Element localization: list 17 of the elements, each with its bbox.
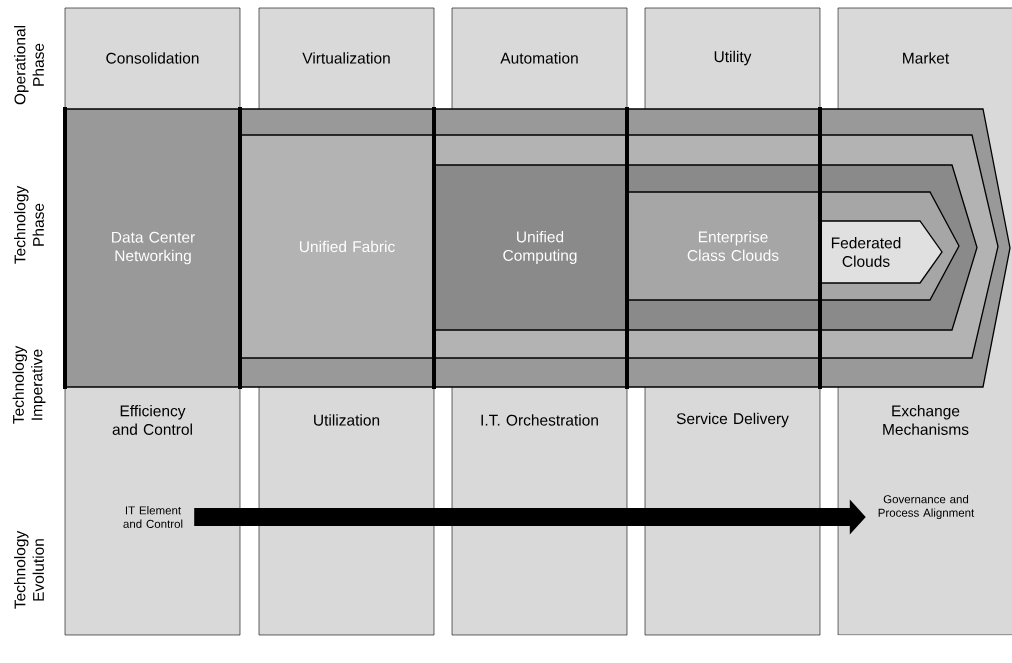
imperative-text: Utilization: [314, 414, 380, 426]
evolution-text: IT Element and Control: [123, 506, 183, 528]
row-label: Technology Evolution: [14, 530, 44, 609]
row-label: Technology Imperative: [12, 345, 46, 424]
phase-heading: Market: [903, 52, 950, 64]
phase-heading: Virtualization: [302, 52, 390, 64]
imperative-text: Exchange Mechanisms: [883, 405, 969, 435]
imperative-text: I.T. Orchestration: [481, 414, 598, 426]
row-label: Operational Phase: [14, 26, 44, 105]
chevron-band: Federated Clouds: [819, 220, 943, 284]
imperative-text: Service Delivery: [676, 412, 789, 428]
row-label: Technology Phase: [14, 185, 44, 264]
phase-heading: Consolidation: [106, 52, 199, 64]
imperative-text: Efficiency and Control: [112, 405, 192, 435]
phase-heading: Utility: [714, 50, 752, 66]
phase-heading: Automation: [500, 52, 578, 64]
evolution-text: Governance and Process Alignment: [878, 494, 975, 520]
